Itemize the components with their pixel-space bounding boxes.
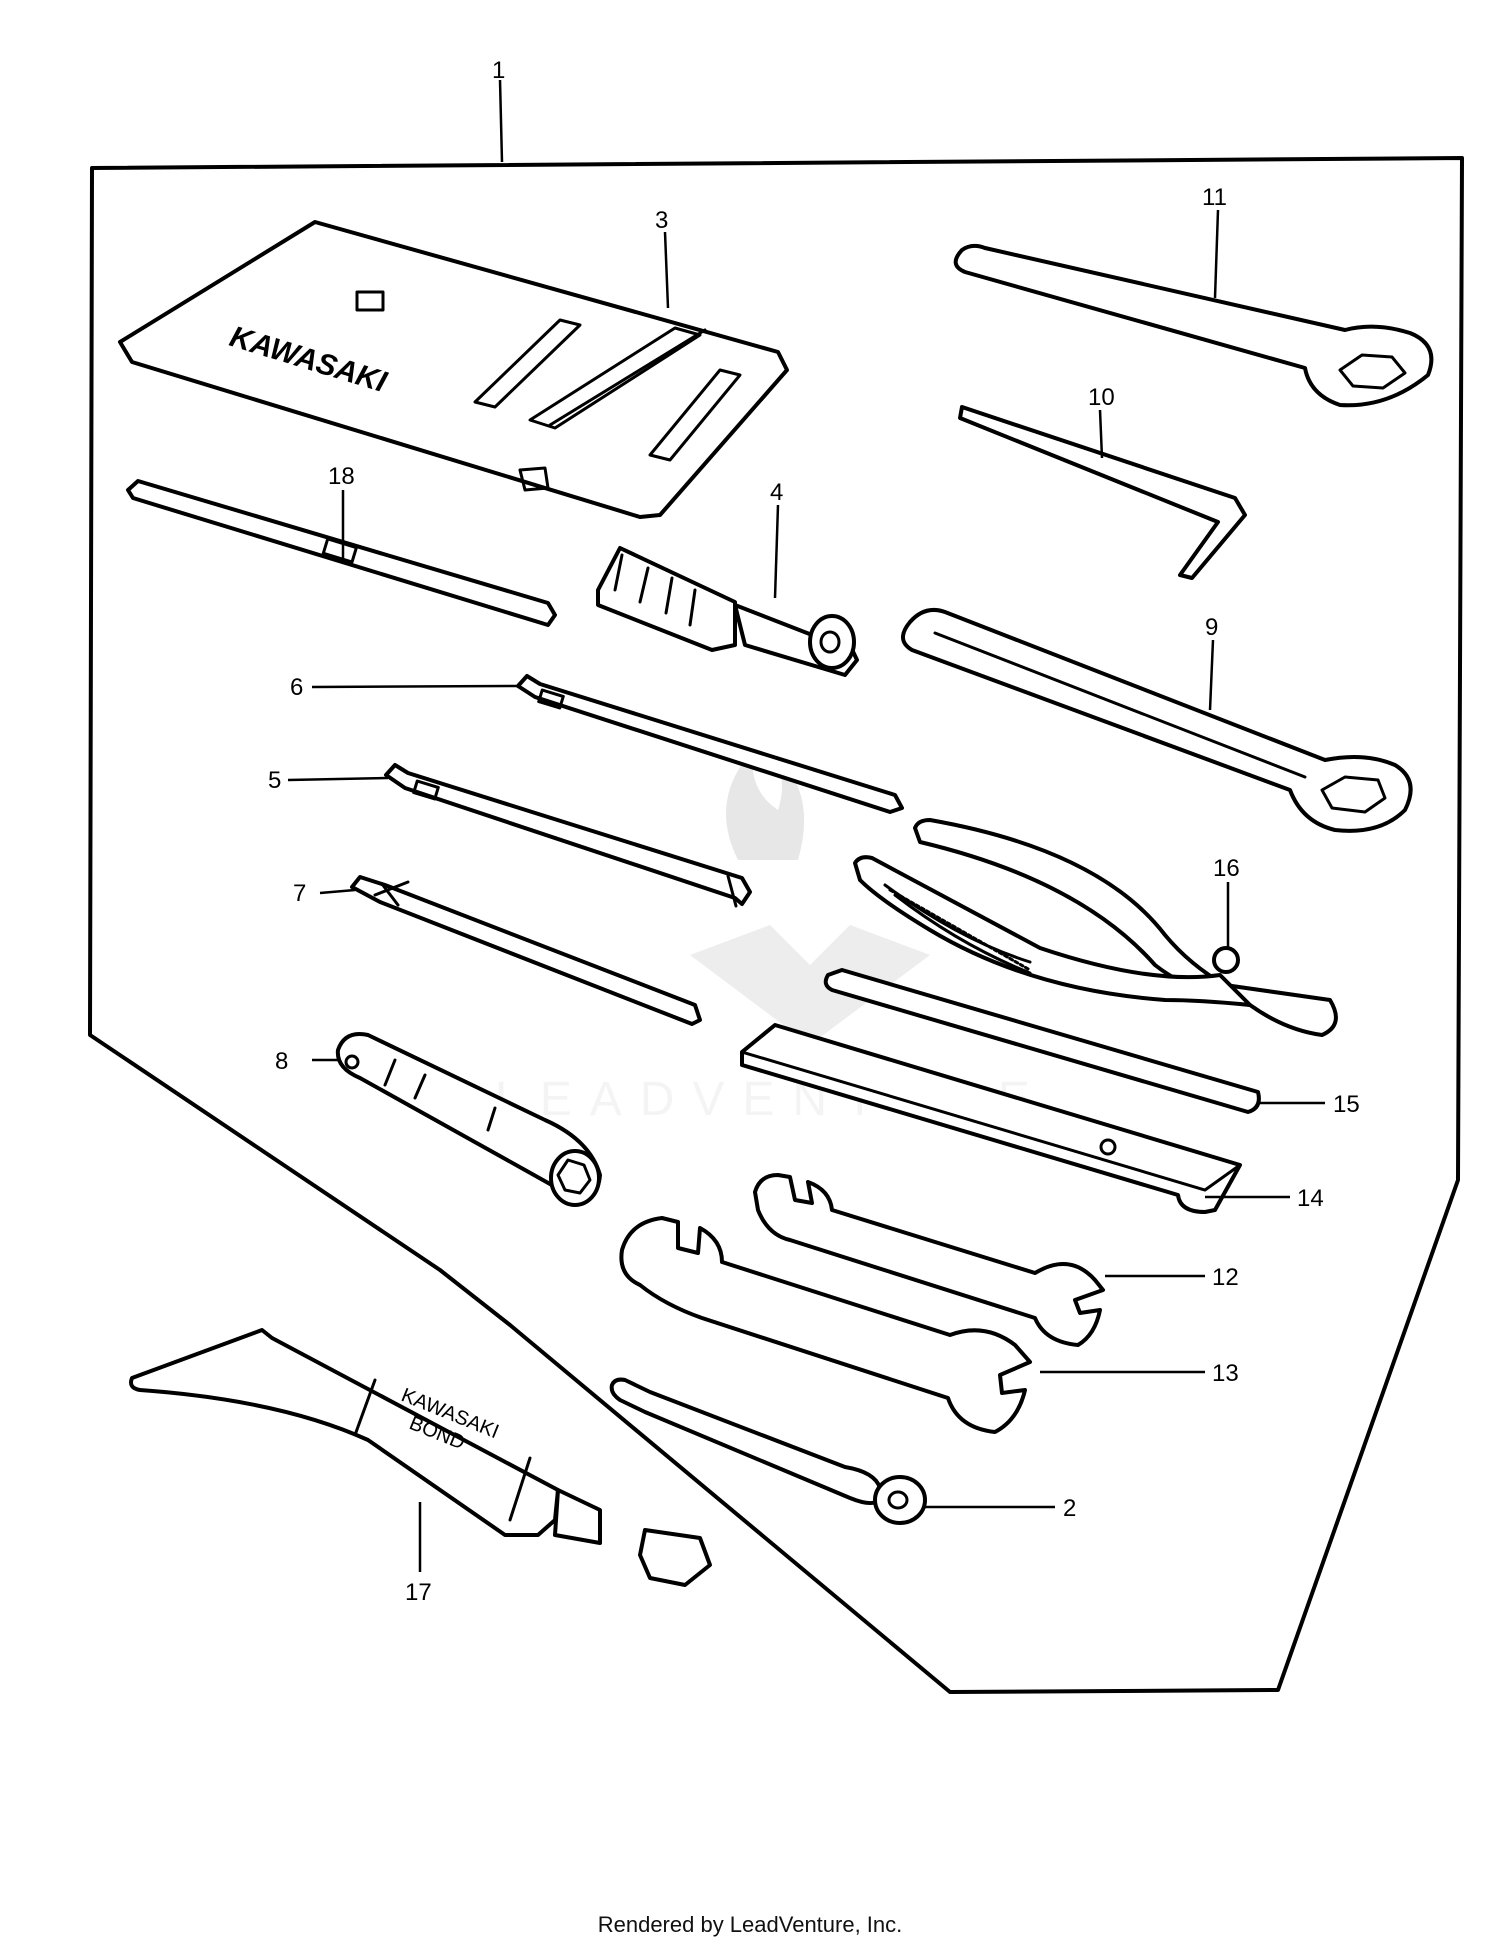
callout-15: 15 xyxy=(1333,1091,1360,1118)
callout-12: 12 xyxy=(1212,1264,1239,1291)
callout-5: 5 xyxy=(268,767,281,794)
leader-lines xyxy=(287,209,1325,1572)
screwdriver-7 xyxy=(350,875,702,1026)
tool-bag: KAWASAKI xyxy=(118,220,789,519)
screwdriver-5 xyxy=(384,763,752,908)
callout-4: 4 xyxy=(770,479,783,506)
driver-2 xyxy=(609,1377,927,1525)
callout-6: 6 xyxy=(290,674,303,701)
bond-tube-17: KAWASAKI BOND xyxy=(129,1328,712,1587)
render-credit: Rendered by LeadVenture, Inc. xyxy=(597,1912,903,1937)
open-wrench-13 xyxy=(619,1216,1032,1434)
open-wrench-12 xyxy=(753,1173,1105,1347)
ring-spanner-11 xyxy=(953,243,1434,408)
callout-2: 2 xyxy=(1063,1495,1076,1522)
callout-11: 11 xyxy=(1202,184,1227,211)
tool-kit-boundary xyxy=(88,156,1464,1694)
pliers-16 xyxy=(853,818,1338,1037)
spark-plug-wrench-8 xyxy=(335,1032,602,1207)
callout-14: 14 xyxy=(1297,1185,1324,1212)
callout-8: 8 xyxy=(275,1048,288,1075)
callout-13: 13 xyxy=(1212,1360,1239,1387)
handle-4 xyxy=(596,546,859,677)
callout-18: 18 xyxy=(328,463,355,490)
box-wrench-9 xyxy=(901,608,1413,833)
callout-16: 16 xyxy=(1213,855,1240,882)
callout-9: 9 xyxy=(1205,614,1218,641)
hex-key-10 xyxy=(958,405,1247,580)
callout-1: 1 xyxy=(492,57,505,84)
flat-bar-14 xyxy=(740,1023,1242,1214)
callout-3: 3 xyxy=(655,207,668,234)
screwdriver-18 xyxy=(126,479,557,627)
rod-15 xyxy=(823,968,1261,1114)
callout-17: 17 xyxy=(405,1579,432,1606)
screwdriver-6 xyxy=(516,674,904,814)
callout-numbers: 1 2 3 4 5 6 7 8 9 10 11 12 13 14 15 16 1… xyxy=(268,57,1360,1606)
callout-7: 7 xyxy=(293,880,306,907)
callout-10: 10 xyxy=(1088,384,1115,411)
